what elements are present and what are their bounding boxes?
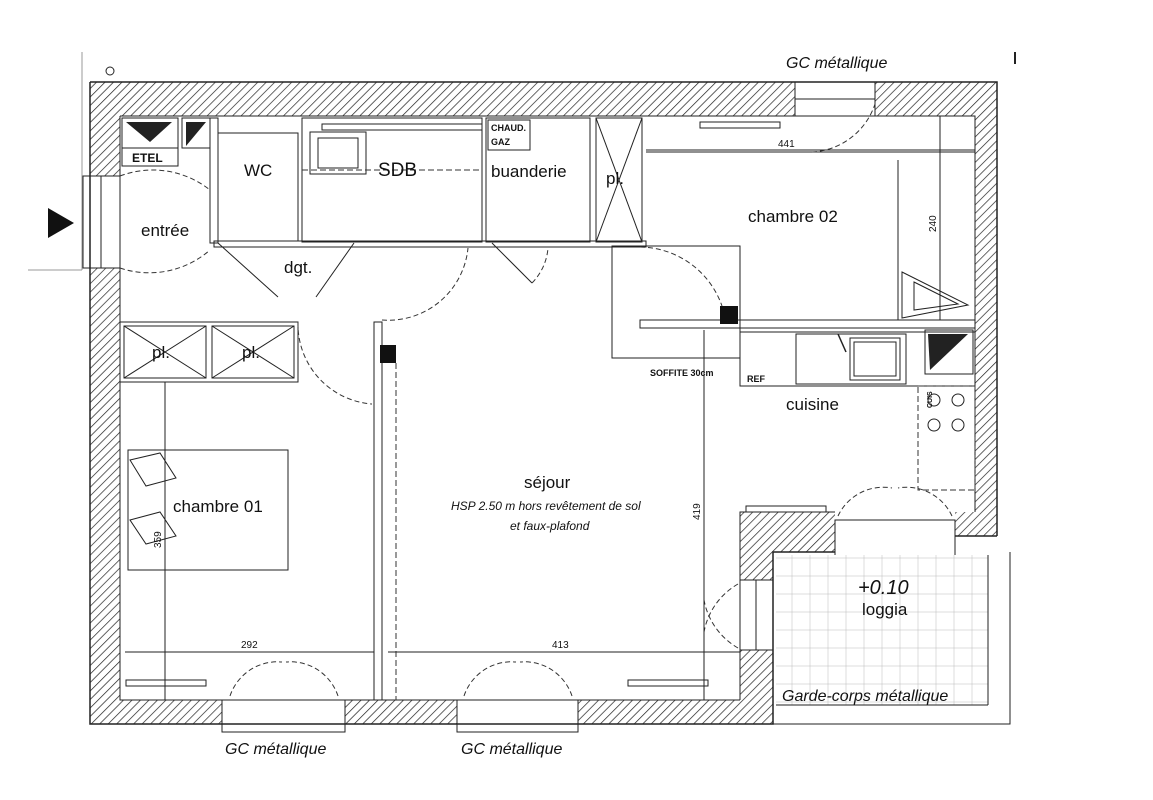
- left-partitions: [119, 321, 397, 701]
- label-cuisine: cuisine: [786, 395, 839, 414]
- kitchen: [739, 331, 976, 491]
- dim-413: 413: [552, 640, 569, 651]
- door-swings: [119, 103, 953, 697]
- entrance-arrow: [48, 208, 74, 238]
- dim-441: 441: [778, 139, 795, 150]
- chambre-02-partitions: [611, 151, 976, 375]
- label-dgt: dgt.: [284, 258, 312, 277]
- label-ref: REF: [747, 374, 766, 384]
- sheet-corner-marks: [28, 52, 1016, 271]
- bed: [127, 449, 289, 571]
- label-pl-left-2: pl.: [242, 343, 260, 362]
- label-gc-bottom-mid: GC métallique: [461, 741, 562, 758]
- label-chaud-2: GAZ: [491, 137, 511, 147]
- loggia: [773, 552, 1011, 725]
- label-loggia-level: +0.10: [858, 577, 909, 599]
- label-pl-top: pl.: [606, 169, 624, 188]
- exterior-walls: [89, 81, 998, 725]
- dim-292: 292: [241, 640, 258, 651]
- label-buanderie: buanderie: [491, 162, 567, 181]
- label-sdb: SDB: [378, 160, 417, 181]
- label-etel: ETEL: [132, 151, 163, 165]
- dim-419: 419: [692, 503, 703, 520]
- label-chambre-02: chambre 02: [748, 207, 838, 226]
- label-garde-corps: Garde-corps métallique: [782, 688, 948, 705]
- label-sejour: séjour: [524, 473, 571, 492]
- label-wc: WC: [244, 161, 272, 180]
- label-soffite: SOFFITE 30cm: [650, 368, 714, 378]
- service-rooms: [121, 117, 647, 248]
- windows: [82, 81, 956, 733]
- label-pl-left-1: pl.: [152, 343, 170, 362]
- label-hsp-1: HSP 2.50 m hors revêtement de sol: [451, 499, 641, 513]
- label-gc-bottom-left: GC métallique: [225, 741, 326, 758]
- label-loggia: loggia: [862, 600, 908, 619]
- dim-240: 240: [928, 215, 939, 232]
- dim-359: 359: [153, 531, 164, 548]
- label-entree: entrée: [141, 221, 189, 240]
- label-chambre-01: chambre 01: [173, 497, 263, 516]
- label-gc-top: GC métallique: [786, 55, 887, 72]
- dimension-lines: [125, 116, 975, 700]
- label-hsp-2: et faux-plafond: [510, 519, 590, 533]
- label-chaud-1: CHAUD.: [491, 123, 526, 133]
- label-cuis: CUIS: [927, 391, 934, 408]
